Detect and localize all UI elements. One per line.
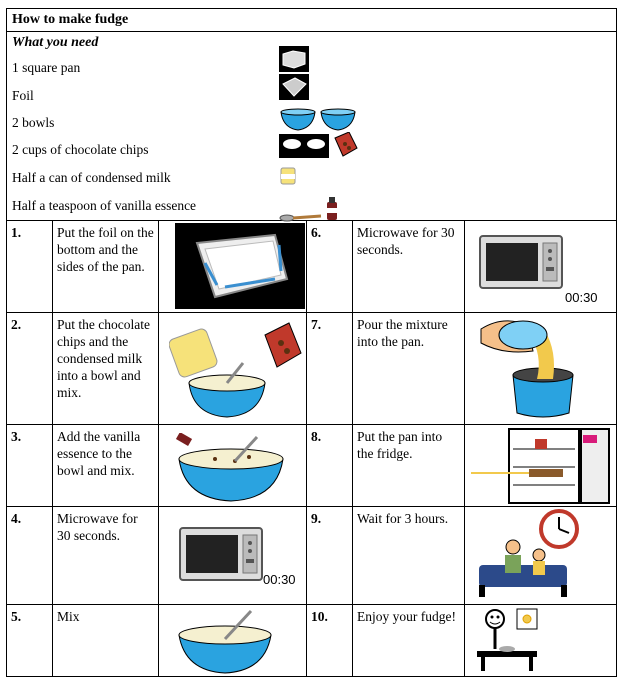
recipe-sheet: How to make fudge What you need 1 square…: [6, 8, 617, 677]
foil-icon: [279, 74, 309, 100]
step-picture: [464, 312, 617, 425]
step-picture: [158, 220, 307, 313]
step-number: 3.: [6, 424, 53, 507]
step-text: Microwave for 30 seconds.: [352, 220, 465, 313]
ingredient-item: Half a can of condensed milk: [12, 170, 171, 185]
timer-label: 00:30: [263, 572, 296, 587]
recipe-table: How to make fudge What you need 1 square…: [6, 8, 617, 677]
add-vanilla-icon: [175, 433, 284, 502]
ingredients-heading: What you need: [12, 35, 99, 50]
step-text: Microwave for 30 seconds.: [52, 506, 159, 605]
ingredient-item: Foil: [12, 88, 34, 103]
step-text: Put the chocolate chips and the condense…: [52, 312, 159, 425]
step-picture: [464, 506, 617, 605]
pour-mixture-icon: [480, 320, 574, 418]
cups-chocolate-icon: [279, 132, 358, 158]
timer-label: 00:30: [565, 290, 598, 305]
step-text: Pour the mixture into the pan.: [352, 312, 465, 425]
pour-milk-chips-icon: [169, 322, 302, 418]
step-number: 5.: [6, 604, 53, 677]
mix-bowl-icon: [178, 609, 272, 674]
step-picture: [158, 604, 307, 677]
vanilla-spoon-icon: [279, 197, 337, 222]
step-number: 1.: [6, 220, 53, 313]
step-text: Enjoy your fudge!: [352, 604, 465, 677]
recipe-title: How to make fudge: [6, 8, 617, 32]
step-picture: 00:30: [158, 506, 307, 605]
step-number: 2.: [6, 312, 53, 425]
condensed-milk-icon: [280, 167, 296, 185]
step-picture: [158, 312, 307, 425]
ingredient-item: 2 bowls: [12, 115, 55, 130]
ingredient-item: 2 cups of chocolate chips: [12, 142, 149, 157]
step-picture: [158, 424, 307, 507]
step-text: Mix: [52, 604, 159, 677]
step-picture: 00:30: [464, 220, 617, 313]
step-text: Put the foil on the bottom and the sides…: [52, 220, 159, 313]
step-text: Add the vanilla essence to the bowl and …: [52, 424, 159, 507]
foil-pan-icon: [175, 223, 305, 309]
wait-clock-icon: [479, 509, 579, 597]
step-number: 4.: [6, 506, 53, 605]
ingredient-item: Half a teaspoon of vanilla essence: [12, 198, 197, 213]
fridge-icon: [471, 428, 610, 504]
two-bowls-icon: [280, 108, 356, 131]
step-text: Wait for 3 hours.: [352, 506, 465, 605]
microwave-icon: [479, 235, 563, 289]
step-picture: [464, 424, 617, 507]
step-number: 8.: [306, 424, 353, 507]
step-text: Put the pan into the fridge.: [352, 424, 465, 507]
step-number: 7.: [306, 312, 353, 425]
step-number: 6.: [306, 220, 353, 313]
step-picture: [464, 604, 617, 677]
ingredients-section: What you need 1 square pan Foil 2 bowls …: [6, 31, 617, 222]
step-number: 10.: [306, 604, 353, 677]
step-number: 9.: [306, 506, 353, 605]
ingredient-item: 1 square pan: [12, 60, 81, 75]
square-pan-icon: [279, 46, 309, 72]
enjoy-fudge-icon: [477, 608, 538, 671]
microwave-icon: [179, 527, 263, 581]
